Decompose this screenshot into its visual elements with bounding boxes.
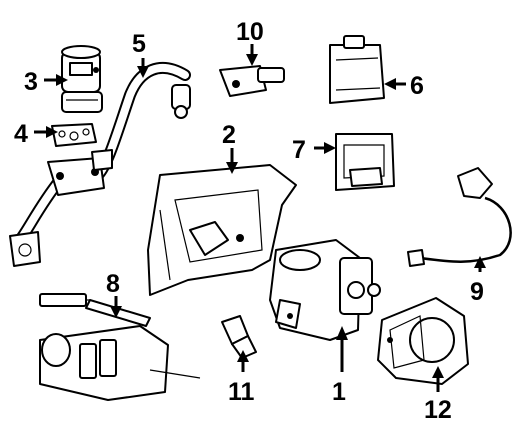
callout-5: 5 [132,30,146,58]
callout-3: 3 [24,68,38,96]
callout-11: 11 [228,378,255,406]
part-7-bracket [335,133,395,191]
callout-8: 8 [106,270,120,298]
part-6-canister [329,35,385,104]
part-3-egr-valve [61,45,103,113]
callout-9: 9 [470,278,484,306]
part-8-purge-valve [39,293,201,401]
callout-6: 6 [410,72,424,100]
part-10-sensor [219,65,285,97]
part-1-vacuum-pump [269,239,381,341]
part-5-egr-pipe [9,61,191,267]
callout-leaders [34,44,486,392]
part-11-fitting [221,315,257,359]
callout-7: 7 [292,136,306,164]
callout-2: 2 [222,121,236,149]
callout-1: 1 [332,378,346,406]
part-4-gasket [51,123,97,147]
part-9-oxygen-sensor [407,167,512,267]
callout-12: 12 [424,396,452,424]
part-2-heat-shield [147,164,297,296]
callout-4: 4 [14,120,28,148]
part-12-control-module [377,297,469,385]
callout-10: 10 [236,18,264,46]
